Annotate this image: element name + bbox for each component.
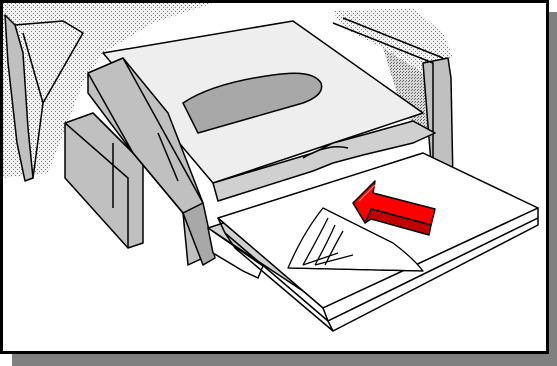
printer-illustration: [3, 3, 546, 351]
illustration-frame: [0, 0, 549, 354]
